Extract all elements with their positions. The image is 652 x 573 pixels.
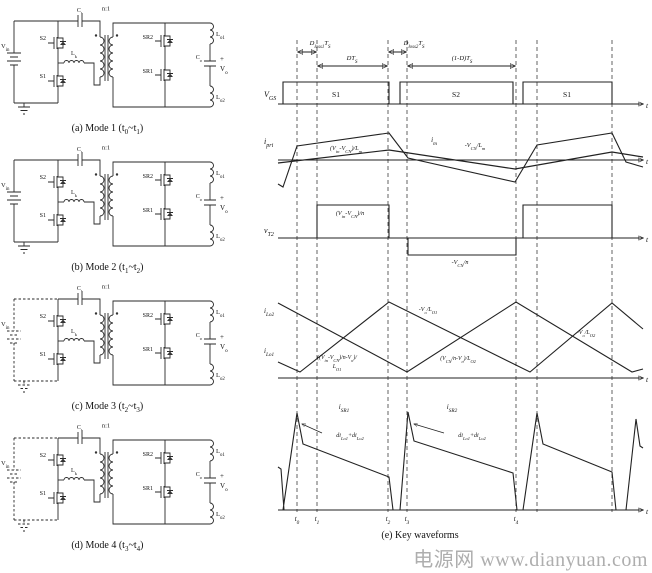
ilo1-rise-slope-label-line2: LO1 xyxy=(332,364,342,372)
vt2-trace xyxy=(278,204,643,256)
ilo2-rise-slope-label: (VCN/n-Vo)/LO2 xyxy=(440,355,476,364)
ilo2-trace xyxy=(277,301,644,373)
mode-4-caption: (d) Mode 4 (t3~t4) xyxy=(71,540,144,553)
ipri-row: ipri t (Vin-VCN)/Lm im -VCN/Lm xyxy=(264,132,649,188)
ilo1-trace xyxy=(277,301,644,373)
isr-axis-t-label: t xyxy=(646,507,649,516)
t2-label: t2 xyxy=(386,515,391,526)
dloss1-label: Dloss1TS xyxy=(309,40,331,50)
time-tick-labels: t0 t1 t2 t3 t4 xyxy=(295,515,519,526)
vt2-high-level-label: (Vin-VCN)/n xyxy=(336,210,364,220)
mode-1-figure: (a) Mode 1 (t0~t1) xyxy=(0,3,262,136)
mode-2-caption: (b) Mode 2 (t1~t2) xyxy=(71,262,144,275)
di-sum-label-1: diLo1+diLo2 xyxy=(336,433,364,441)
vt2-low-level-label: -VCN/n xyxy=(452,259,469,269)
vt2-axis-t-label: t xyxy=(646,235,649,244)
waveforms-caption: (e) Key waveforms xyxy=(381,530,458,541)
watermark: 电源网 www.dianyuan.com xyxy=(413,549,648,571)
ilo1-label: iLo1 xyxy=(264,347,274,358)
vgs-row: VGS t S1 S2 S1 xyxy=(264,81,649,110)
converter-network xyxy=(40,423,228,525)
converter-network xyxy=(40,6,228,108)
isr-row: t iSR1 iSR2 diLo1+diLo2 diLo1+diLo2 xyxy=(277,403,649,516)
mode-2-figure: (b) Mode 2 (t1~t2) xyxy=(0,142,262,275)
waveforms-figure: Dloss1TS DTS Dloss2TS (1-D)TS VGS t S1 S… xyxy=(262,0,652,545)
key-waveforms-diagram: Dloss1TS DTS Dloss2TS (1-D)TS VGS t S1 S… xyxy=(264,40,649,541)
ilo1-rise-slope-label-line1: ((Vin-VCN)/n-Vo)/ xyxy=(317,354,358,363)
mode-4-circuit-diagram xyxy=(0,420,258,532)
ipri-fall-slope-label: -VCN/Lm xyxy=(465,142,486,152)
ilo2-label: iLo2 xyxy=(264,307,274,318)
vgs-axis-t-label: t xyxy=(646,101,649,110)
im-label: im xyxy=(431,136,437,147)
vgs-trace xyxy=(278,81,643,105)
ipri-label: ipri xyxy=(264,137,274,149)
t4-label: t4 xyxy=(514,515,519,526)
converter-network xyxy=(40,145,228,247)
ipri-trace xyxy=(277,132,644,188)
input-network xyxy=(0,20,59,115)
one-minus-d-label: (1-D)TS xyxy=(452,55,473,65)
mode-1-caption: (a) Mode 1 (t0~t1) xyxy=(71,123,144,136)
vt2-row: vT2 t (Vin-VCN)/n -VCN/n xyxy=(264,204,649,269)
ipri-axis-t-label: t xyxy=(646,157,649,166)
mode-2-circuit-diagram xyxy=(0,142,258,254)
ilo2-fall-slope-label: -Vo/LO2 xyxy=(577,330,596,338)
ilo1-fall-slope-label: -Vo/LO1 xyxy=(419,307,437,315)
t3-label: t3 xyxy=(405,515,410,526)
ipri-rise-slope-label: (Vin-VCN)/Lm xyxy=(330,145,363,155)
ilo-row: iLo2 iLo1 t -Vo/LO1 ((Vin-VCN)/n-Vo)/ LO… xyxy=(264,301,649,384)
mode-3-caption: (c) Mode 3 (t2~t3) xyxy=(71,401,144,414)
isr-traces xyxy=(277,411,644,511)
converter-network xyxy=(40,284,228,386)
di-sum-arrow-2 xyxy=(414,424,445,434)
timing-annotations: Dloss1TS DTS Dloss2TS (1-D)TS xyxy=(298,40,515,66)
mode-1-circuit-diagram xyxy=(0,3,258,115)
input-network xyxy=(0,159,59,254)
t1-label: t1 xyxy=(315,515,320,526)
pulse-s1b-label: S1 xyxy=(563,90,571,99)
input-network-dashed xyxy=(0,298,59,393)
mode-3-circuit-diagram xyxy=(0,281,258,393)
mode-3-figure: (c) Mode 3 (t2~t3) xyxy=(0,281,262,414)
pulse-s2-label: S2 xyxy=(452,90,460,99)
circuit-modes-panel: (a) Mode 1 (t0~t1) (b) Mode 2 (t1~t2) (c… xyxy=(0,0,262,573)
di-sum-label-2: diLo1+diLo2 xyxy=(458,433,486,441)
vgs-label: VGS xyxy=(264,90,276,102)
ilo-axis-t-label: t xyxy=(646,375,649,384)
dts-label: DTS xyxy=(346,55,358,65)
mode-4-figure: (d) Mode 4 (t3~t4) xyxy=(0,420,262,553)
dloss2-label: Dloss2TS xyxy=(403,40,425,50)
di-sum-arrow-1 xyxy=(302,424,323,434)
time-guide-lines xyxy=(296,40,613,512)
isr1-label: iSR1 xyxy=(339,403,350,414)
t0-label: t0 xyxy=(295,515,300,526)
vt2-label: vT2 xyxy=(264,226,274,238)
input-network-dashed xyxy=(0,437,59,532)
isr2-label: iSR2 xyxy=(447,403,458,414)
pulse-s1-label: S1 xyxy=(332,90,340,99)
magnetizing-current-trace xyxy=(277,149,644,170)
